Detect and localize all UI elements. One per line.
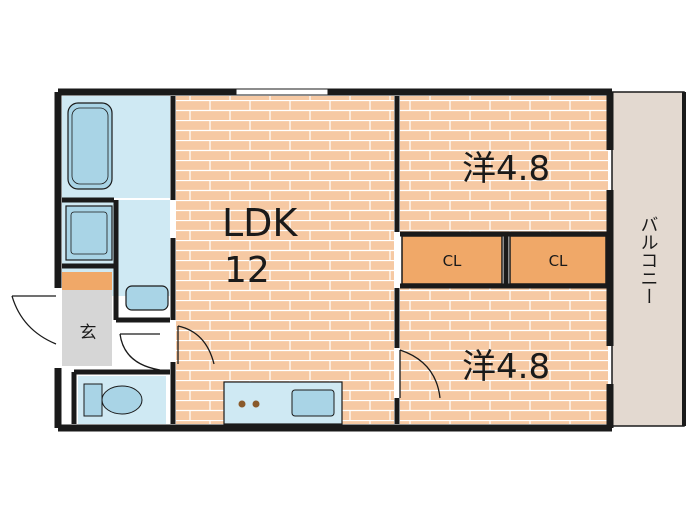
ldk-floor (176, 96, 394, 424)
balcony (611, 91, 685, 427)
room-top-floor (400, 96, 608, 232)
closet-1 (401, 235, 503, 285)
washer-icon (125, 285, 169, 311)
toilet-icon (83, 383, 143, 417)
room-top-label: 洋4.8 (462, 149, 550, 189)
sink-icon (65, 205, 113, 261)
shoe-cabinet (62, 272, 112, 290)
closet-1-label: CL (443, 252, 462, 270)
entrance-label: 玄 (80, 323, 97, 343)
closet-2-label: CL (549, 252, 568, 270)
bathtub-icon (67, 102, 113, 190)
balcony-label: バルコニー (638, 215, 659, 305)
ldk-size-label: 12 (224, 250, 270, 291)
room-bottom-floor (400, 288, 608, 424)
kitchen-sink-icon (291, 389, 335, 417)
stove-icon (238, 400, 260, 408)
entrance-floor (62, 290, 112, 366)
ldk-label: LDK (222, 201, 298, 245)
room-bottom-label: 洋4.8 (462, 347, 550, 387)
door-swing-icon (11, 295, 441, 399)
closet-2 (509, 235, 607, 285)
